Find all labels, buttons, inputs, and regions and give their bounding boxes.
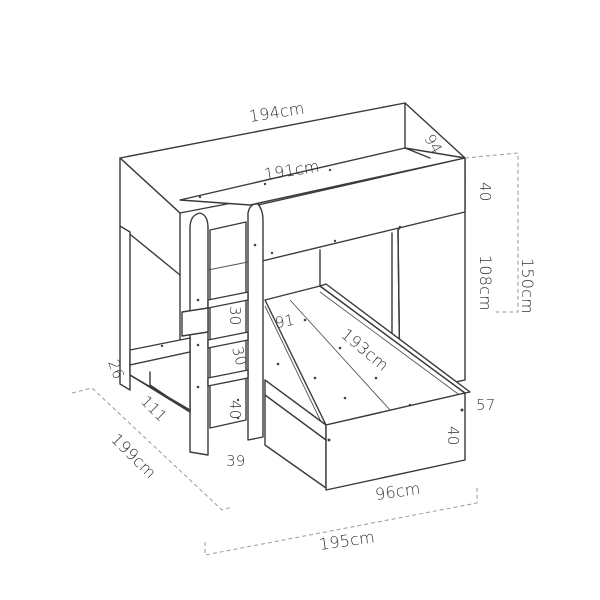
label-ladder-width: 39 — [226, 452, 246, 470]
label-lower-bed-width: 96cm — [374, 479, 422, 504]
label-step-height-2: 30 — [228, 344, 250, 367]
total-width-dim-line — [204, 487, 478, 556]
label-lower-bed-inner-width: 91 — [274, 311, 296, 332]
label-lower-bed-height: 57 — [476, 396, 496, 414]
label-lower-bed-front-height: 40 — [444, 426, 462, 446]
label-total-height: 150cm — [518, 258, 537, 314]
ladder-right-rail — [247, 203, 264, 441]
bottom-left-platform — [129, 337, 191, 413]
ladder-step-2 — [207, 331, 249, 349]
ladder-step-1 — [207, 291, 249, 309]
label-step-height-3: 40 — [226, 400, 244, 420]
label-guard-height: 40 — [476, 182, 494, 202]
label-upper-frame-height: 108cm — [476, 255, 495, 311]
left-leg — [119, 225, 131, 391]
dimension-lines — [71, 152, 519, 556]
total-depth-dim-line — [71, 387, 233, 511]
ladder-shelf-unit — [181, 203, 264, 456]
label-leg-clearance: 26 — [104, 357, 128, 381]
lower-bed-foot-panel — [325, 392, 466, 491]
label-step-height-1: 30 — [226, 306, 244, 326]
label-total-depth: 199cm — [107, 429, 160, 482]
ladder-step-3 — [207, 369, 249, 387]
label-top-length: 194cm — [248, 98, 306, 126]
lower-bed — [264, 283, 471, 491]
